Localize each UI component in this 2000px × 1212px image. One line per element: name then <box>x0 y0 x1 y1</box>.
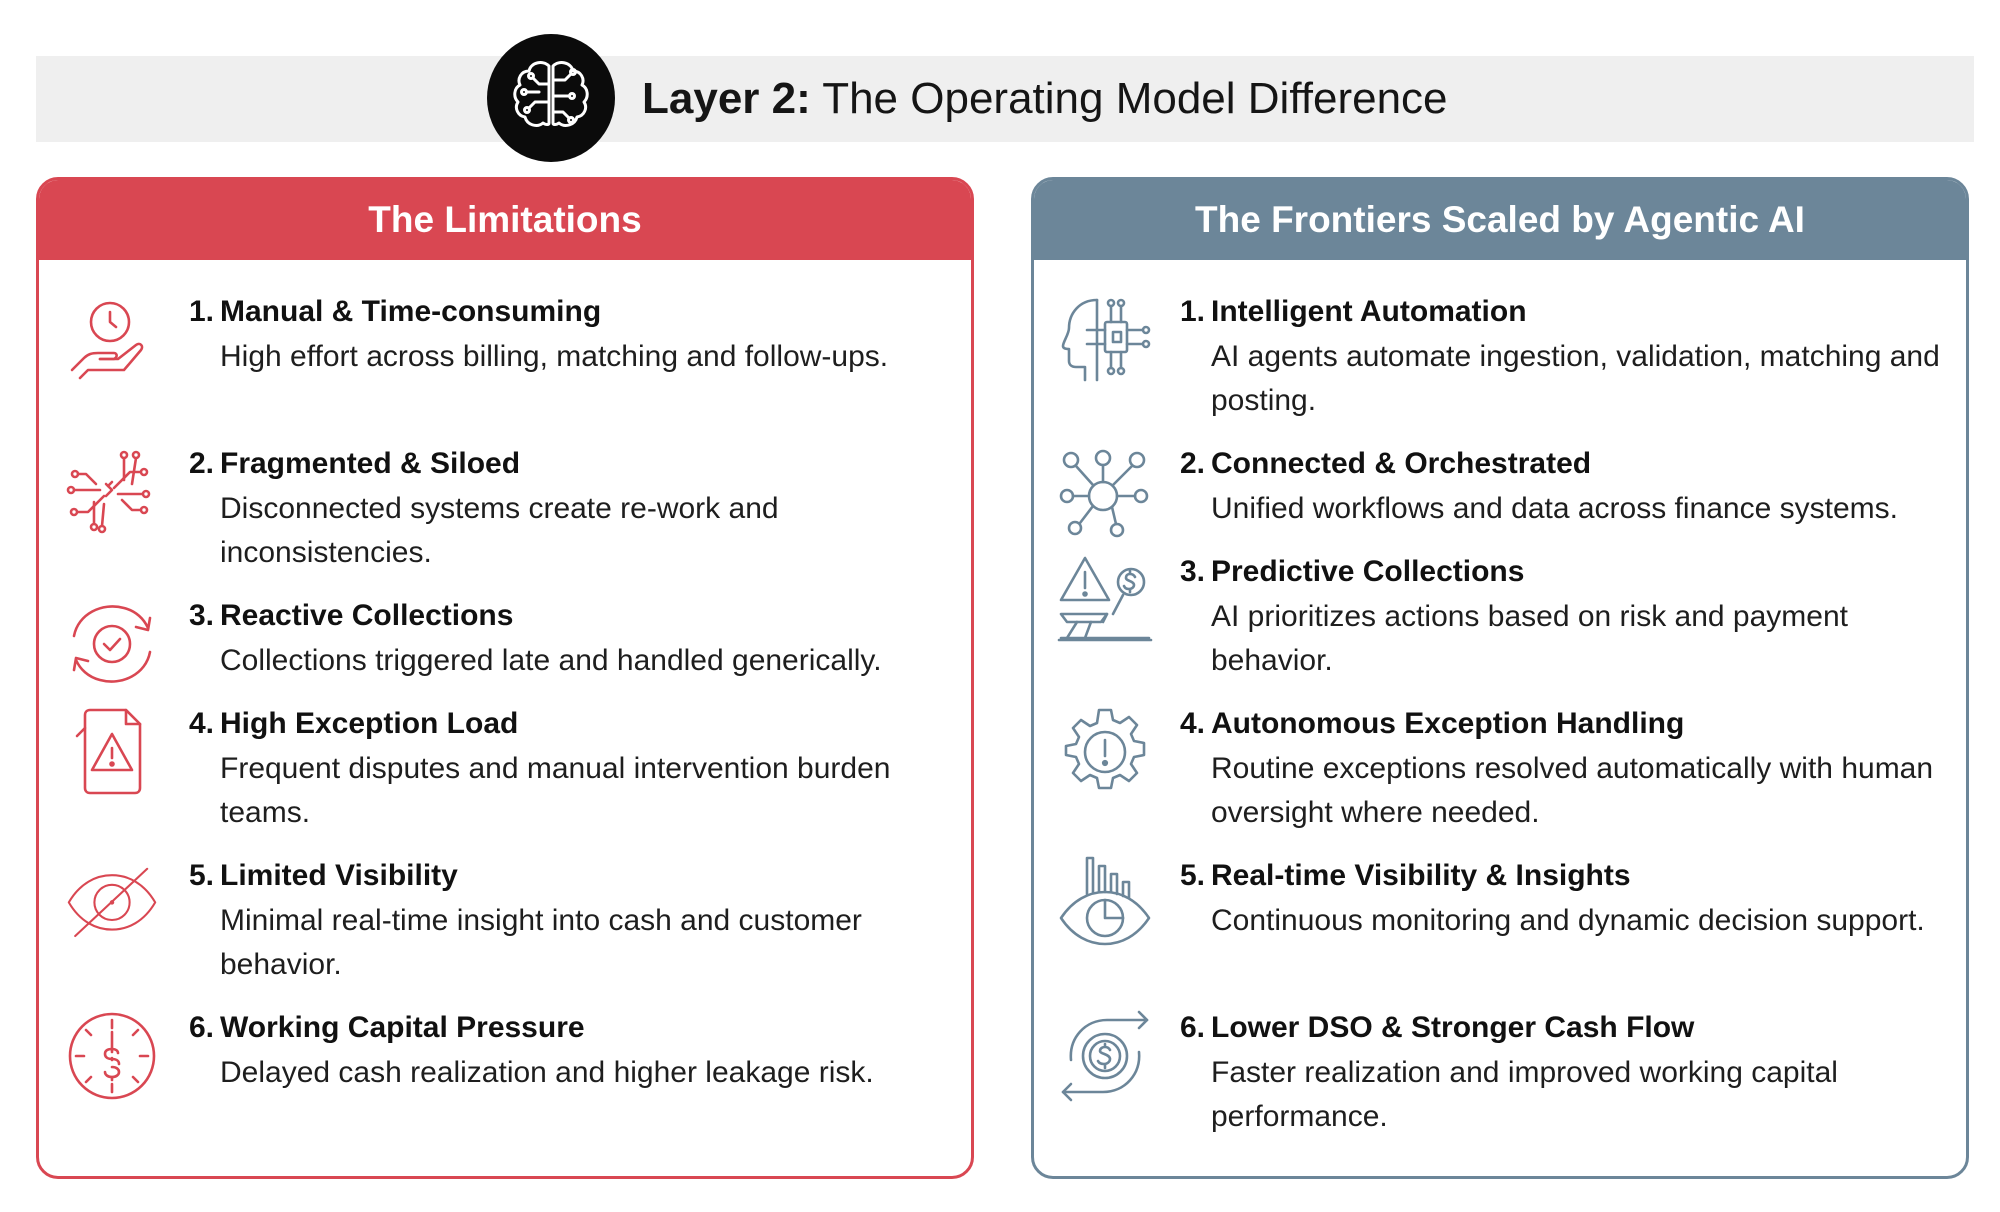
item-description: Routine exceptions resolved automaticall… <box>1211 752 1934 829</box>
eye-chart-icon <box>1057 856 1153 952</box>
item-title: High Exception Load <box>220 707 519 740</box>
item-description: Disconnected systems create re-work and … <box>220 492 779 569</box>
brain-circuit-icon <box>487 34 615 162</box>
item-number: 3. <box>189 599 215 632</box>
dollar-gauge-icon <box>64 1008 160 1104</box>
item-title: Limited Visibility <box>220 859 458 892</box>
item-number: 1. <box>189 295 215 328</box>
item-number: 6. <box>189 1011 215 1044</box>
title-banner <box>36 56 1974 142</box>
broken-circuit-icon <box>64 444 160 540</box>
item-description: Continuous monitoring and dynamic decisi… <box>1211 904 1925 937</box>
refresh-check-icon <box>64 596 160 692</box>
item-description: High effort across billing, matching and… <box>220 340 889 373</box>
item-title: Connected & Orchestrated <box>1211 447 1592 480</box>
item-description: Minimal real-time insight into cash and … <box>220 904 862 981</box>
page-title-lead: Layer 2: <box>642 74 811 123</box>
item-number: 6. <box>1180 1011 1206 1044</box>
limitations-panel: The Limitations 1. Manual & Time-consumi… <box>36 177 974 1179</box>
item-description: Collections triggered late and handled g… <box>220 644 882 677</box>
network-hub-icon <box>1057 444 1153 540</box>
item-number: 2. <box>1180 447 1206 480</box>
eye-slash-icon <box>64 856 160 952</box>
item-description: Delayed cash realization and higher leak… <box>220 1056 874 1089</box>
item-title: Predictive Collections <box>1211 555 1525 588</box>
item-title: Real-time Visibility & Insights <box>1211 859 1631 892</box>
item-number: 4. <box>1180 707 1206 740</box>
item-title: Lower DSO & Stronger Cash Flow <box>1211 1011 1695 1044</box>
item-number: 3. <box>1180 555 1206 588</box>
risk-dollar-icon <box>1057 552 1153 648</box>
frontiers-panel: The Frontiers Scaled by Agentic AI 1. In… <box>1031 177 1969 1179</box>
item-title: Intelligent Automation <box>1211 295 1527 328</box>
item-number: 4. <box>189 707 215 740</box>
item-description: Faster realization and improved working … <box>1211 1056 1838 1133</box>
item-title: Fragmented & Siloed <box>220 447 521 480</box>
frontiers-heading: The Frontiers Scaled by Agentic AI <box>1034 180 1966 260</box>
item-description: AI prioritizes actions based on risk and… <box>1211 600 1848 677</box>
document-warning-icon <box>64 704 160 800</box>
page-title: Layer 2: The Operating Model Difference <box>642 74 1448 124</box>
page-title-rest: The Operating Model Difference <box>822 74 1448 123</box>
ai-head-chip-icon <box>1057 292 1153 388</box>
item-number: 5. <box>189 859 215 892</box>
item-title: Working Capital Pressure <box>220 1011 585 1044</box>
gear-alert-icon <box>1057 704 1153 800</box>
limitations-heading: The Limitations <box>39 180 971 260</box>
clock-hand-icon <box>64 292 160 388</box>
item-description: Frequent disputes and manual interventio… <box>220 752 891 829</box>
item-number: 2. <box>189 447 215 480</box>
item-number: 5. <box>1180 859 1206 892</box>
dollar-cycle-icon <box>1057 1008 1153 1104</box>
item-title: Reactive Collections <box>220 599 514 632</box>
item-title: Autonomous Exception Handling <box>1211 707 1685 740</box>
item-description: AI agents automate ingestion, validation… <box>1211 340 1940 417</box>
item-title: Manual & Time-consuming <box>220 295 602 328</box>
item-number: 1. <box>1180 295 1206 328</box>
item-description: Unified workflows and data across financ… <box>1211 492 1898 525</box>
